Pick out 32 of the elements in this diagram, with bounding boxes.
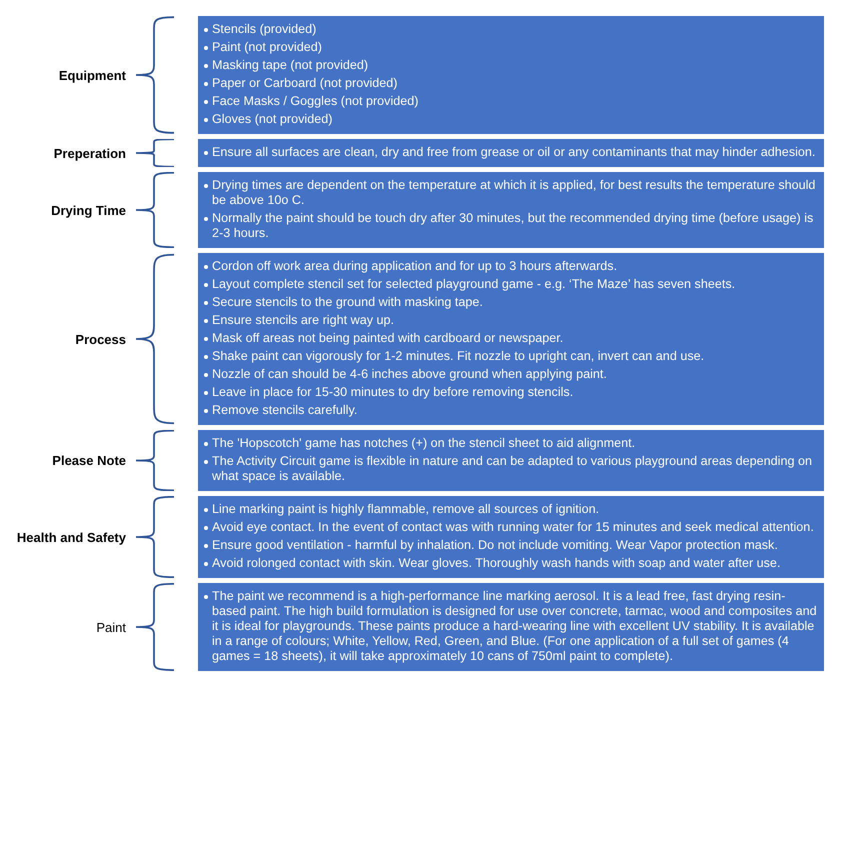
bullet-item: Avoid eye contact. In the event of contact was with running water for 15 minutes and seek medical attention. <box>212 520 814 535</box>
bullet-item: Avoid rolonged contact with skin. Wear gloves. Thoroughly wash hands with soap and water after use. <box>212 556 780 571</box>
section-heading: Process <box>75 332 126 346</box>
bullet-item: Paper or Carboard (not provided) <box>212 76 398 91</box>
bullet-item: Layout complete stencil set for selected playground game - e.g. ‘The Maze’ has seven sheets. <box>212 277 736 292</box>
bullet-item: Shake paint can vigorously for 1-2 minutes. Fit nozzle to upright can, invert can and use. <box>212 349 704 364</box>
bullet-item: Normally the paint should be touch dry after 30 minutes, but the recommended drying time (before usage) is 2-3 hours. <box>212 211 814 241</box>
section-heading: Health and Safety <box>16 530 126 544</box>
bullet-item: Paint (not provided) <box>212 40 322 55</box>
bullet-item: Leave in place for 15-30 minutes to dry before removing stencils. <box>212 385 574 400</box>
bullet-item: Line marking paint is highly flammable, remove all sources of ignition. <box>212 502 600 517</box>
section-heading: Preperation <box>54 146 126 160</box>
bullet-item: Secure stencils to the ground with masking tape. <box>212 295 483 310</box>
bullet-item: The 'Hopscotch' game has notches (+) on the stencil sheet to aid alignment. <box>212 436 636 451</box>
bullet-item: Ensure all surfaces are clean, dry and free from grease or oil or any contaminants that may hinder adhesion. <box>212 145 816 160</box>
bullet-item: Face Masks / Goggles (not provided) <box>212 94 418 109</box>
bullet-item: Mask off areas not being painted with cardboard or newspaper. <box>212 331 564 346</box>
bullet-item: Ensure good ventilation - harmful by inhalation. Do not include vomiting. Wear Vapor protection mask. <box>212 538 778 553</box>
section-heading: Paint <box>96 620 126 634</box>
bullet-item: The paint we recommend is a high-performance line marking aerosol. It is a lead free, fast drying resin-based paint. The high build formulation is designed for use over concrete, tarmac, wood and composites and it is ideal for playgrounds. These paints produce a hard-wearing line with excellent UV stability. It is available in a range of colours; White, Yellow, Red, Green, and Blue. (For one application of a full set of games (4 games = 18 sheets), it will take approximately 10 cans of 750ml paint to complete). <box>212 589 818 664</box>
bullet-item: Ensure stencils are right way up. <box>212 313 394 328</box>
section-heading: Drying Time <box>51 202 126 218</box>
bullet-item: Remove stencils carefully. <box>212 403 358 418</box>
bullet-item: Masking tape (not provided) <box>212 58 368 73</box>
section-heading: Equipment <box>58 68 126 82</box>
bullet-item: Cordon off work area during application and for up to 3 hours afterwards. <box>212 259 618 274</box>
bullet-item: Stencils (provided) <box>212 22 316 37</box>
bullet-item: Nozzle of can should be 4-6 inches above ground when applying paint. <box>212 367 607 382</box>
bullet-item: Drying times are dependent on the temperature at which it is applied, for best results the temperature should be above 10o C. <box>212 178 816 208</box>
bullet-item: Gloves (not provided) <box>212 112 332 127</box>
section-heading: Please Note <box>52 453 126 468</box>
bullet-item: The Activity Circuit game is flexible in nature and can be adapted to various playground areas depending on what space is available. <box>212 454 813 484</box>
